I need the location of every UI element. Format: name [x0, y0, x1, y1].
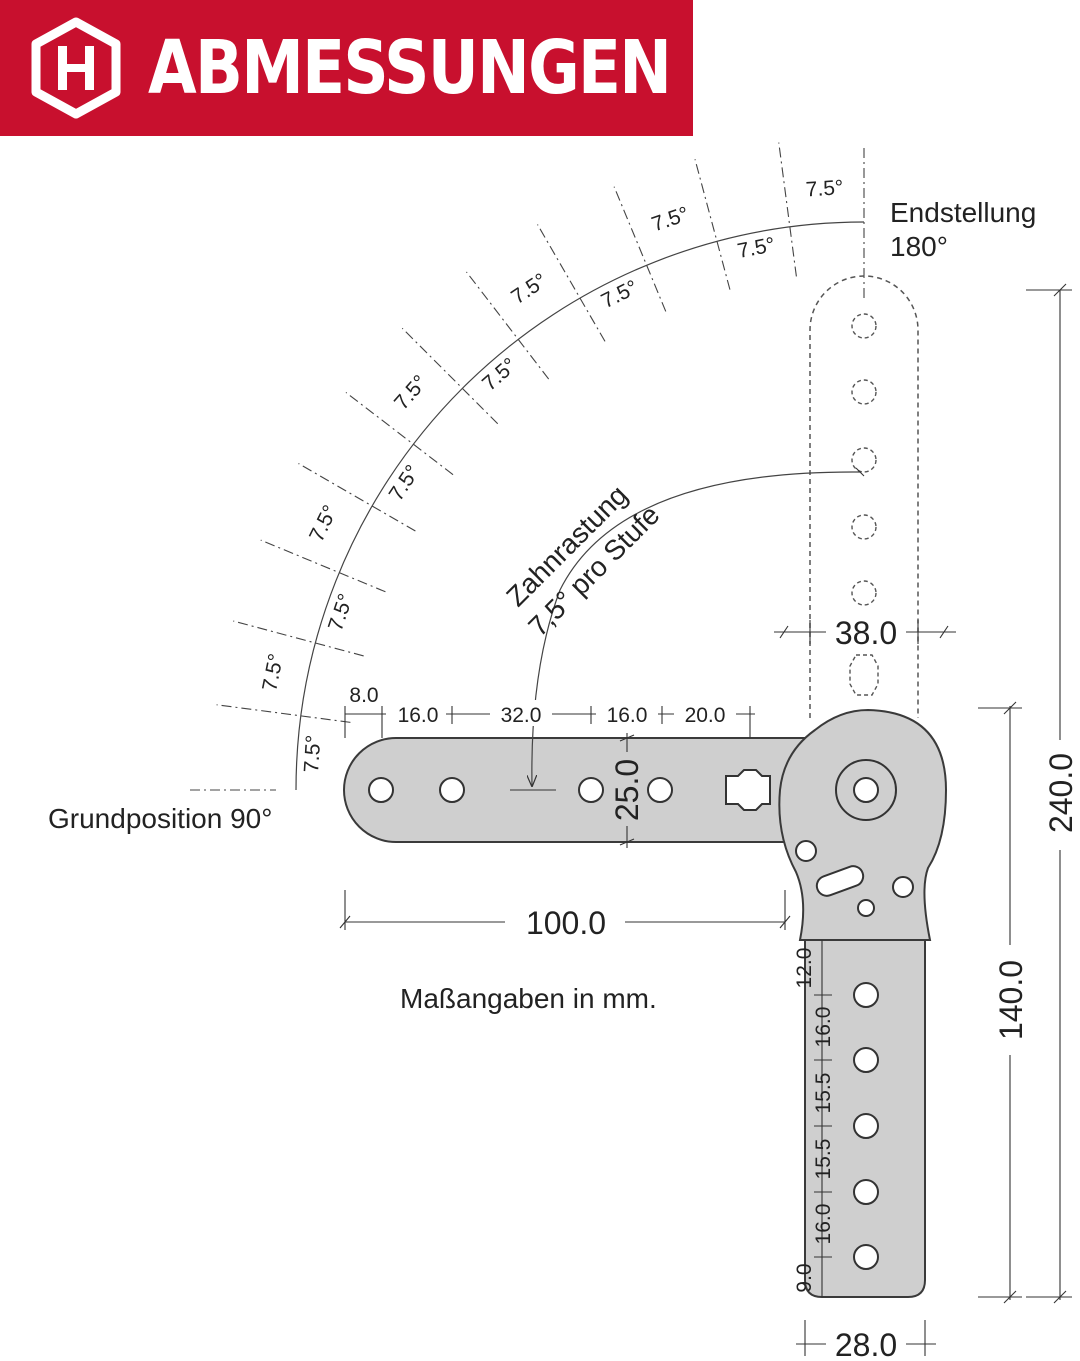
- dim-arm-height: 25.0: [609, 759, 645, 821]
- hexagon-h-logo-icon: [31, 17, 121, 119]
- lower-vertical-arm: [804, 929, 926, 1298]
- dim-32: 32.0: [501, 704, 542, 727]
- hinge-body: [778, 708, 948, 941]
- ghost-hole: [851, 514, 877, 540]
- dim-total-width: 100.0: [526, 905, 606, 941]
- arm-hole: [853, 1244, 879, 1270]
- angle-step-label: 7.5°: [258, 652, 288, 693]
- angle-step-labels: 7.5° 7.5° 7.5° 7.5° 7.5° 7.5° 7.5° 7.5° 7.5° 7.5°…: [258, 176, 844, 773]
- banner-title: ABMESSUNGEN: [148, 25, 672, 111]
- dim-lower-9: 9.0: [793, 1263, 816, 1292]
- angle-step-line: [260, 539, 386, 593]
- angle-step-label: 7.5°: [385, 461, 425, 505]
- angle-step-label: 7.5°: [324, 591, 358, 634]
- angle-step-line: [345, 392, 454, 476]
- units-note: Maßangaben in mm.: [400, 983, 657, 1014]
- pivot-hole: [853, 777, 879, 803]
- ghost-square-hole: [849, 654, 879, 696]
- angle-step-line: [613, 186, 667, 312]
- square-hole: [725, 769, 771, 811]
- lower-dimension-chain: [814, 940, 832, 1297]
- end-position-angle: 180°: [890, 231, 948, 262]
- ghost-hole: [851, 379, 877, 405]
- arm-hole: [439, 777, 465, 803]
- hinge-hole: [857, 899, 875, 917]
- angle-step-label: 7.5°: [305, 502, 342, 546]
- dim-16-a: 16.0: [398, 704, 439, 727]
- angle-step-line: [694, 159, 731, 290]
- angle-step-line: [778, 142, 797, 277]
- ghost-arm-end-position: [809, 148, 919, 718]
- angle-step-line: [401, 327, 499, 425]
- horizontal-arm: [190, 737, 806, 843]
- angle-step-label: 7.5°: [300, 734, 325, 773]
- angle-step-label: 7.5°: [598, 276, 642, 313]
- angle-step-label: 7.5°: [390, 371, 432, 414]
- dim-total-height: 240.0: [1043, 753, 1079, 833]
- angle-step-label: 7.5°: [736, 233, 777, 263]
- dim-8: 8.0: [349, 684, 378, 707]
- arm-hole: [853, 1047, 879, 1073]
- ghost-hole: [851, 580, 877, 606]
- angle-step-line: [298, 463, 416, 532]
- hinge-hole: [795, 840, 817, 862]
- end-position-label: Endstellung: [890, 197, 1036, 228]
- angle-step-line: [466, 271, 550, 380]
- angle-step-arc: [216, 142, 865, 791]
- arm-hole: [578, 777, 604, 803]
- arm-hole: [647, 777, 673, 803]
- angle-step-label: 7.5°: [649, 203, 692, 237]
- slot-hole: [815, 865, 865, 897]
- dim-lower-16-b: 16.0: [812, 1204, 835, 1245]
- dim-16-b: 16.0: [607, 704, 648, 727]
- arm-hole: [368, 777, 394, 803]
- hinge-hole: [892, 876, 914, 898]
- dim-width-bottom: 28.0: [835, 1327, 897, 1361]
- top-dimension-chain: [344, 700, 755, 738]
- angle-step-label: 7.5°: [507, 269, 551, 309]
- dim-width-top: 38.0: [835, 615, 897, 651]
- angle-step-label: 7.5°: [805, 176, 844, 201]
- dim-lower-15-5-a: 15.5: [812, 1073, 835, 1114]
- dim-lower-12: 12.0: [793, 948, 816, 989]
- ghost-hole: [851, 313, 877, 339]
- arm-hole: [853, 1179, 879, 1205]
- base-position-label: Grundposition 90°: [48, 803, 272, 834]
- angle-step-line: [233, 620, 364, 657]
- angle-step-line: [537, 224, 606, 342]
- arm-hole: [853, 1113, 879, 1139]
- header-banner: ABMESSUNGEN: [0, 0, 693, 136]
- dim-lower-16-a: 16.0: [812, 1007, 835, 1048]
- dim-lower-15-5-b: 15.5: [812, 1139, 835, 1180]
- dim-lower-height: 140.0: [993, 960, 1029, 1040]
- arm-hole: [853, 982, 879, 1008]
- angle-step-line: [216, 704, 351, 723]
- ghost-hole: [851, 447, 877, 473]
- dim-20: 20.0: [685, 704, 726, 727]
- angle-step-label: 7.5°: [478, 354, 521, 396]
